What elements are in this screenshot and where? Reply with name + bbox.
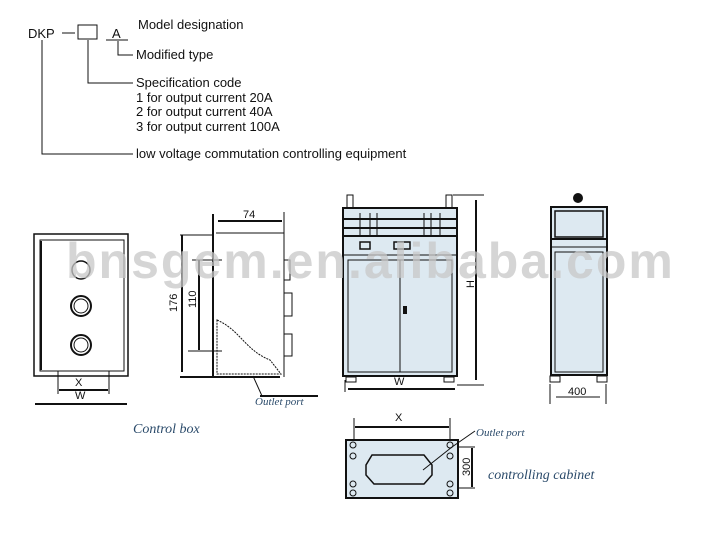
spec-line: 1 for output current 20A — [136, 90, 273, 105]
button-icon — [71, 260, 91, 280]
watermark: bnsgem.en.alibaba.com — [66, 233, 675, 289]
dim-x: X — [395, 412, 403, 424]
cabinet-front: W H — [342, 194, 484, 392]
prefix-label: DKP — [28, 26, 55, 41]
dim-depth: 74 — [243, 209, 255, 221]
dim-height: 176 — [168, 294, 180, 312]
dim-side: 400 — [568, 386, 586, 398]
equipment-label: low voltage commutation controlling equi… — [136, 146, 407, 161]
indicator-lamp-icon — [573, 193, 583, 203]
control-box-front: X W — [33, 233, 129, 405]
dim-w: W — [75, 390, 86, 402]
cabinet-side: 400 — [549, 193, 608, 404]
control-box-caption: Control box — [133, 422, 201, 437]
dim-w: W — [394, 376, 405, 388]
control-box-side: 74 176 110 Outlet port — [168, 209, 318, 408]
spec-code-label: Specification code — [136, 75, 242, 90]
dim-x: X — [75, 377, 83, 389]
model-designation: Model designation — [138, 17, 244, 32]
modified-type: Modified type — [136, 47, 213, 62]
lock-icon — [403, 306, 407, 314]
cabinet-base-plan: X Outlet port 300 — [345, 412, 526, 499]
spec-line: 3 for output current 100A — [136, 119, 280, 134]
outlet-port-label: Outlet port — [255, 396, 305, 408]
dim-300: 300 — [461, 458, 473, 476]
cabinet-caption: controlling cabinet — [488, 468, 596, 483]
spec-line: 2 for output current 40A — [136, 104, 273, 119]
suffix-label: A — [112, 26, 121, 41]
spec-code-box — [77, 24, 98, 40]
dim-inner: 110 — [187, 290, 199, 308]
button-icon — [70, 334, 92, 356]
model-legend: DKP A Model designation Modified type Sp… — [28, 17, 407, 161]
dim-h: H — [465, 280, 477, 288]
button-icon — [70, 295, 92, 317]
outlet-port-label: Outlet port — [476, 427, 526, 439]
